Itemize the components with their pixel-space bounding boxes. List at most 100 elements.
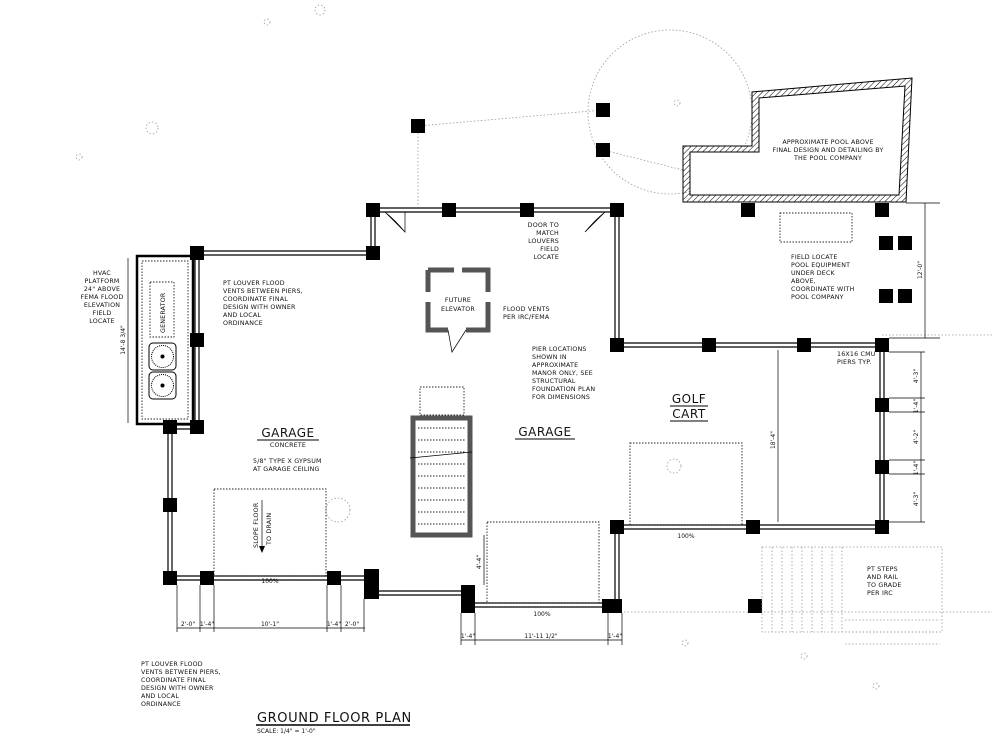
plan-scale: SCALE: 1/4" = 1'-0" — [257, 728, 316, 735]
note-text: 5/8" TYPE X GYPSUM — [253, 458, 322, 465]
opening-label: 100% — [261, 578, 278, 585]
piers — [163, 103, 912, 613]
note-text: MATCH — [536, 230, 559, 237]
note-piers: PIER LOCATIONS SHOWN IN APPROXIMATE MANO… — [532, 346, 595, 401]
note-text: DOOR TO — [528, 222, 559, 229]
vehicle-outlines — [213, 212, 943, 645]
note-text: 4'-3" — [913, 492, 920, 506]
note-text: POOL COMPANY — [791, 294, 844, 301]
note-louver-bottom: PT LOUVER FLOOD VENTS BETWEEN PIERS, COO… — [141, 661, 221, 708]
elevator-label: FUTURE — [445, 297, 471, 304]
note-text: 1'-4" — [327, 621, 341, 628]
room-labels: GARAGE CONCRETE GARAGE GOLF CART 100% 10… — [257, 392, 708, 618]
note-text: PT LOUVER FLOOD — [141, 661, 203, 668]
note-text: 1'-4" — [913, 399, 920, 413]
note-text: 2'-0" — [345, 621, 359, 628]
note-text: COORDINATE WITH — [791, 286, 854, 293]
note-text: 11'-11 1/2" — [524, 633, 558, 640]
note-text: MANOR ONLY, SEE — [532, 370, 593, 377]
note-text: POOL EQUIPMENT — [791, 262, 850, 269]
note-text: 1'-4" — [200, 621, 214, 628]
note-text: PLATFORM — [84, 278, 119, 285]
note-text: 1'-4" — [913, 461, 920, 475]
note-flood-vents: FLOOD VENTS PER IRC/FEMA — [503, 306, 550, 321]
note-text: ABOVE, — [791, 278, 816, 285]
note-text: PT LOUVER FLOOD — [223, 280, 285, 287]
note-text: 2'-0" — [181, 621, 195, 628]
note-text: FINAL DESIGN AND DETAILING BY — [772, 147, 883, 154]
note-louver-top: PT LOUVER FLOOD VENTS BETWEEN PIERS, COO… — [223, 280, 303, 327]
note-hvac: HVAC PLATFORM 24" ABOVE FEMA FLOOD ELEVA… — [80, 270, 123, 325]
note-text: 12'-0" — [917, 261, 924, 279]
plan-title: GROUND FLOOR PLAN — [257, 711, 412, 726]
note-text: FEMA FLOOD — [80, 294, 123, 301]
note-text: AND LOCAL — [141, 693, 179, 700]
note-text: PT STEPS — [867, 566, 898, 573]
note-text: 4'-3" — [913, 369, 920, 383]
note-gypsum: 5/8" TYPE X GYPSUM AT GARAGE CEILING — [253, 458, 322, 473]
note-text: HVAC — [93, 270, 111, 277]
note-text: THE POOL COMPANY — [793, 155, 862, 162]
note-text: AND RAIL — [867, 574, 899, 581]
note-door: DOOR TO MATCH LOUVERS FIELD LOCATE — [528, 222, 559, 261]
slope-label: SLOPE FLOOR — [253, 502, 260, 548]
note-text: 4'-4" — [476, 555, 483, 569]
opening-label: 100% — [677, 533, 694, 540]
note-text: 16X16 CMU — [837, 351, 876, 358]
note-text: 1'-4" — [608, 633, 622, 640]
note-text: ORDINANCE — [141, 701, 181, 708]
note-text: FIELD LOCATE — [791, 254, 838, 261]
note-text: AND LOCAL — [223, 312, 261, 319]
room-label-golf-cart: CART — [672, 407, 706, 421]
hvac-unit-icon — [148, 342, 177, 371]
doors — [384, 211, 606, 233]
note-text: 4'-2" — [913, 430, 920, 444]
dimensions: 14'-8 3/4" 2'-0" 1'-4" 10'-1" 1'-4" 2'-0… — [120, 202, 940, 645]
generator-label: GENERATOR — [160, 292, 167, 333]
note-text: DESIGN WITH OWNER — [223, 304, 296, 311]
note-pool-equipment: FIELD LOCATE POOL EQUIPMENT UNDER DECK A… — [791, 254, 854, 301]
hvac-platform: GENERATOR — [135, 254, 195, 426]
note-text: STRUCTURAL — [532, 378, 576, 385]
note-text: FLOOD VENTS — [503, 306, 550, 313]
note-text: 18'-4" — [770, 431, 777, 449]
slope-label: TO DRAIN — [266, 513, 273, 546]
room-label-golf-cart: GOLF — [672, 392, 706, 406]
floor-material-label: CONCRETE — [270, 442, 306, 449]
note-text: COORDINATE FINAL — [141, 677, 206, 684]
room-label-garage: GARAGE — [518, 425, 571, 439]
drawing-title: GROUND FLOOR PLAN SCALE: 1/4" = 1'-0" — [256, 711, 412, 735]
generator-outline — [149, 281, 175, 338]
opening-label: 100% — [533, 611, 550, 618]
note-text: ELEVATION — [84, 302, 120, 309]
note-text: PER IRC/FEMA — [503, 314, 550, 321]
note-text: FOR DIMENSIONS — [532, 394, 590, 401]
note-text: ORDINANCE — [223, 320, 263, 327]
note-cmu: 16X16 CMU PIERS TYP. — [837, 351, 876, 366]
note-text: FOUNDATION PLAN — [532, 386, 595, 393]
note-steps: PT STEPS AND RAIL TO GRADE PER IRC — [866, 566, 902, 597]
note-text: APPROXIMATE — [532, 362, 578, 369]
note-text: DESIGN WITH OWNER — [141, 685, 214, 692]
note-text: TO GRADE — [866, 582, 902, 589]
note-text: LOUVERS — [528, 238, 559, 245]
room-label-garage: GARAGE — [261, 426, 314, 440]
hvac-unit-icon — [148, 371, 177, 400]
note-text: 10'-1" — [261, 621, 279, 628]
elevator-label: ELEVATOR — [441, 306, 475, 313]
note-text: APPROXIMATE POOL ABOVE — [782, 139, 873, 146]
note-text: 24" ABOVE — [84, 286, 120, 293]
pool-outline — [682, 77, 913, 203]
note-text: LOCATE — [89, 318, 114, 325]
note-text: COORDINATE FINAL — [223, 296, 288, 303]
note-text: SHOWN IN — [532, 354, 567, 361]
slope-arrow: SLOPE FLOOR TO DRAIN — [253, 500, 273, 553]
note-text: VENTS BETWEEN PIERS, — [223, 288, 303, 295]
note-text: 14'-8 3/4" — [120, 325, 127, 355]
note-text: 1'-4" — [461, 633, 475, 640]
note-pool: APPROXIMATE POOL ABOVE FINAL DESIGN AND … — [772, 139, 883, 162]
note-text: AT GARAGE CEILING — [253, 466, 320, 473]
note-text: VENTS BETWEEN PIERS, — [141, 669, 221, 676]
note-text: FIELD — [93, 310, 112, 317]
